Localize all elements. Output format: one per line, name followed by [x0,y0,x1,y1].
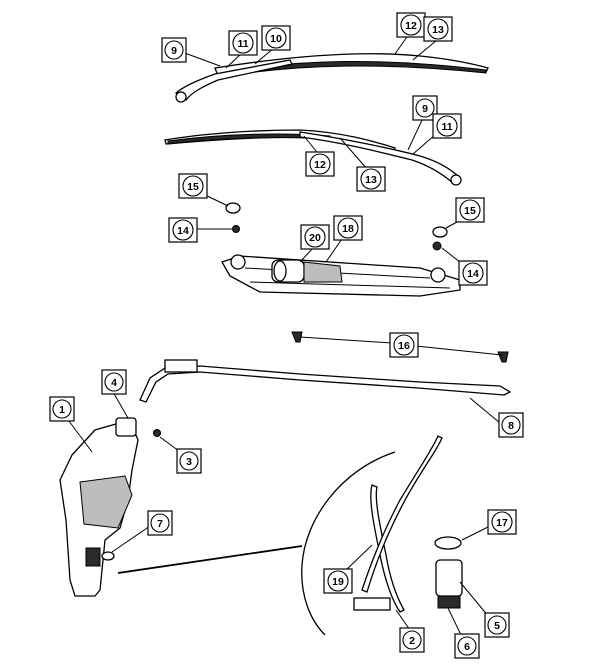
callout-4: 4 [101,369,127,395]
detail-pointer-line [117,545,303,574]
left-pivot [230,254,246,270]
washer-pump-detail [434,536,463,609]
linkage-rod-lower [249,281,451,289]
hose-clip [164,359,198,373]
right-pivot-cap [432,226,448,238]
callout-label: 11 [441,121,452,133]
callout-10: 10 [261,25,291,51]
callout-17: 17 [487,509,517,535]
washer-pump-in-tank [85,547,101,567]
reservoir-lower-panel [79,475,133,529]
wiper-linkage-motor [221,254,461,297]
callout-13-upper: 13 [423,16,453,42]
callout-1: 1 [49,396,75,422]
callouts: 1 2 3 4 5 6 7 [49,12,524,659]
callout-7: 7 [147,510,173,536]
wiper-motor-gearbox [303,261,343,283]
callout-14-left: 14 [168,217,198,243]
washer-hose-section-2 [361,435,443,593]
washer-reservoir [59,417,161,597]
pump-grommet-detail [434,536,462,550]
callout-label: 3 [186,456,192,468]
callout-3: 3 [176,448,202,474]
callout-12-upper: 12 [396,12,426,38]
callout-label: 12 [405,20,417,32]
callout-18: 18 [333,215,363,241]
upper-wiper-arm [174,59,293,101]
pump-grommet [101,551,115,561]
callout-12-lower: 12 [305,151,335,177]
callout-11-upper: 11 [228,30,258,56]
washer-nozzle-right [497,351,509,363]
callout-16: 16 [389,332,419,358]
callout-19: 19 [323,568,353,594]
right-pivot [430,267,446,283]
callout-label: 14 [467,268,479,280]
callout-label: 6 [464,641,470,653]
callout-label: 4 [111,377,117,389]
callout-label: 20 [309,232,321,244]
left-pivot-cap [225,202,241,214]
callout-label: 17 [496,517,508,529]
callout-label: 13 [365,174,377,186]
callout-label: 16 [398,340,410,352]
callout-2: 2 [399,627,425,653]
washer-hose-section [370,484,405,613]
upper-arm-pivot-cap [175,91,187,103]
lower-arm-pivot-cap [450,174,462,186]
callout-label: 1 [59,404,65,416]
washer-pump-body [435,559,463,597]
lower-wiper-assembly [164,129,462,186]
callout-20: 20 [300,224,330,250]
callout-13-lower: 13 [356,166,386,192]
callout-label: 8 [508,420,514,432]
callout-15-left: 15 [178,173,208,199]
callout-8: 8 [498,412,524,438]
callout-label: 12 [314,159,326,171]
washer-nozzle-left [291,331,303,343]
callout-label: 18 [342,223,354,235]
callout-label: 13 [432,24,444,36]
callout-label: 7 [157,518,163,530]
callout-11-lower: 11 [432,113,462,139]
callout-label: 11 [237,38,248,50]
wiper-motor-endcap [273,260,287,282]
upper-blade-rubber [229,60,487,76]
callout-label: 15 [464,205,476,217]
callout-label: 19 [332,576,344,588]
callout-label: 15 [187,181,199,193]
reservoir-bolt [153,429,161,437]
washer-pump-connector [437,595,461,609]
hose-connector [353,597,391,611]
callout-label: 5 [494,620,500,632]
callout-label: 10 [270,33,282,45]
callout-label: 2 [409,635,415,647]
callout-15-right: 15 [455,197,485,223]
callout-label: 9 [422,103,428,115]
callout-5: 5 [484,612,510,638]
detail-view-arc [301,451,396,636]
callout-label: 9 [171,45,177,57]
right-pivot-nut [432,241,442,251]
callout-label: 14 [177,225,189,237]
callout-6: 6 [454,633,480,659]
upper-wiper-assembly [174,52,489,103]
reservoir-filler-neck [115,417,137,437]
left-pivot-nut [232,225,240,233]
callout-14-right: 14 [458,260,488,286]
callout-9-upper: 9 [161,37,187,63]
